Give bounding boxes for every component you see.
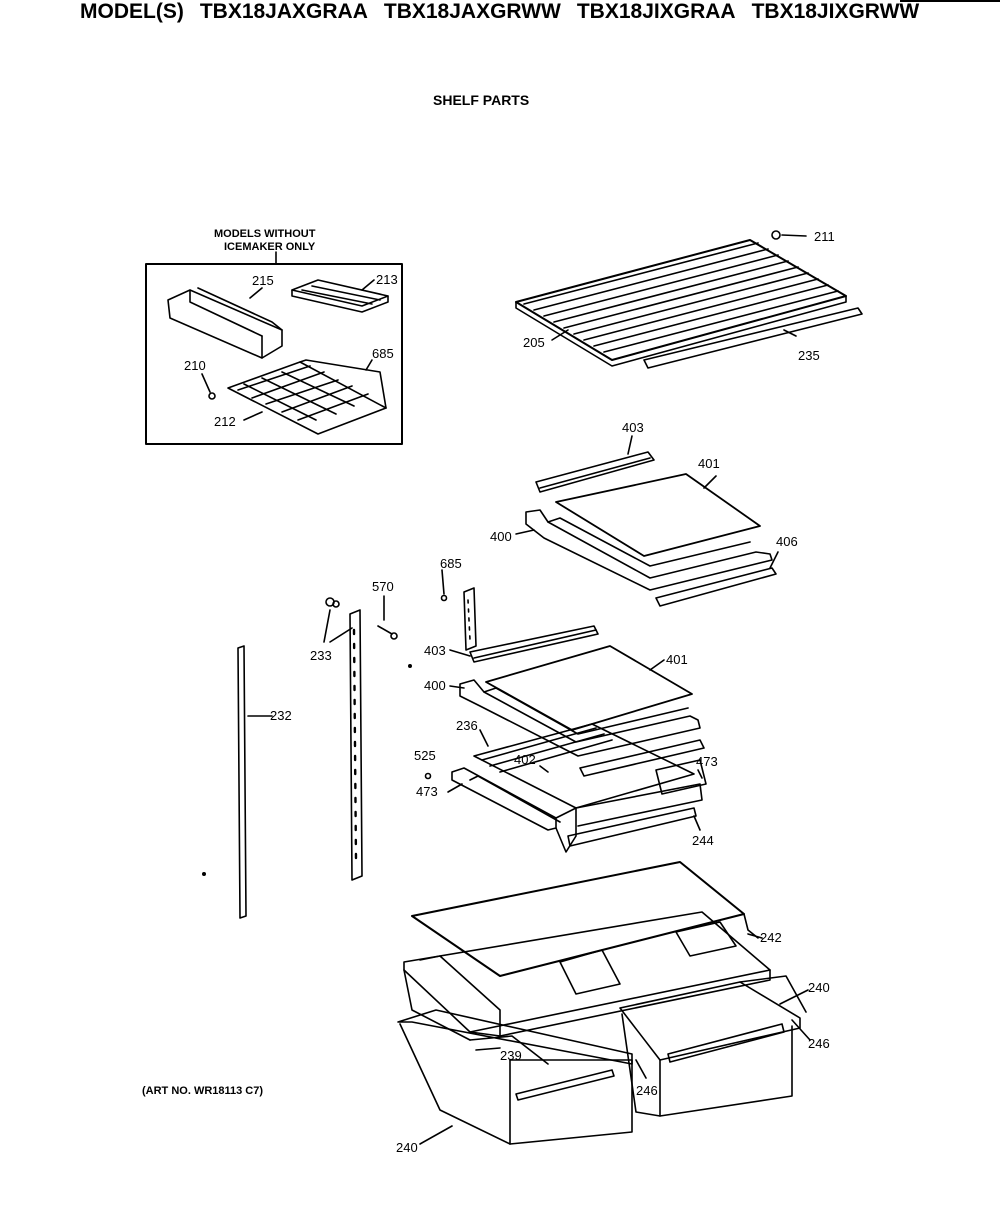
callout-205: 205 [523, 335, 545, 350]
callout-240a: 240 [808, 980, 830, 995]
callout-210: 210 [184, 358, 206, 373]
model-prefix: MODEL(S) [80, 0, 184, 23]
callout-401a: 401 [698, 456, 720, 471]
inset-note-line2: ICEMAKER ONLY [224, 241, 316, 253]
callout-239: 239 [500, 1048, 522, 1063]
callout-570: 570 [372, 579, 394, 594]
callout-213: 213 [376, 272, 398, 287]
callout-232: 232 [270, 708, 292, 723]
callout-244: 244 [692, 833, 714, 848]
part-215-ice-bin [167, 287, 283, 359]
callout-403a: 403 [622, 420, 644, 435]
part-233-ladder-rail [323, 597, 363, 881]
callout-211: 211 [814, 229, 835, 244]
inset-note-line1: MODELS WITHOUT [214, 228, 316, 240]
part-232-ladder-rail [237, 645, 273, 919]
callout-525: 525 [414, 748, 436, 763]
callout-401b: 401 [666, 652, 688, 667]
callout-246a: 246 [808, 1036, 830, 1051]
corner-rule [900, 0, 1000, 2]
callout-242: 242 [760, 930, 782, 945]
part-570-screw [377, 595, 398, 640]
callout-240b: 240 [396, 1140, 418, 1155]
art-number-note: (ART NO. WR18113 C7) [142, 1085, 264, 1097]
callout-235: 235 [798, 348, 820, 363]
callout-400a: 400 [490, 529, 512, 544]
callout-473a: 473 [696, 754, 718, 769]
section-title: SHELF PARTS [433, 92, 530, 108]
callout-400b: 400 [424, 678, 446, 693]
icemaker-inset: MODELS WITHOUT ICEMAKER ONLY [145, 228, 403, 445]
middle-glass-shelf-assembly [440, 569, 701, 757]
callout-402: 402 [514, 752, 536, 767]
callout-403b: 403 [424, 643, 446, 658]
part-205-wire-shelf [515, 230, 847, 367]
model-header: MODEL(S) TBX18JAXGRAA TBX18JAXGRWW TBX18JIX… [80, 0, 935, 24]
upper-glass-shelf-assembly [515, 435, 779, 607]
part-236-slide-shelf [424, 723, 707, 853]
part-240-left-drawer [397, 1009, 633, 1145]
model-number: TBX18JAXGRAA [199, 0, 368, 23]
callout-236: 236 [456, 718, 478, 733]
part-242-crisper-cover [403, 861, 771, 1041]
model-number: TBX18JIXGRAA [576, 0, 736, 23]
callout-685a: 685 [372, 346, 394, 361]
callout-406: 406 [776, 534, 798, 549]
model-number: TBX18JIXGRWW [751, 0, 920, 23]
callout-233: 233 [310, 648, 332, 663]
callout-212: 212 [214, 414, 236, 429]
part-235-rail [643, 307, 863, 369]
callout-215: 215 [252, 273, 274, 288]
callout-473b: 473 [416, 784, 438, 799]
callout-685b: 685 [440, 556, 462, 571]
model-number: TBX18JAXGRWW [383, 0, 561, 23]
part-240-right-drawer [619, 975, 811, 1117]
part-213-tray [291, 279, 389, 313]
part-212-frame [208, 359, 387, 435]
callout-246b: 246 [636, 1083, 658, 1098]
